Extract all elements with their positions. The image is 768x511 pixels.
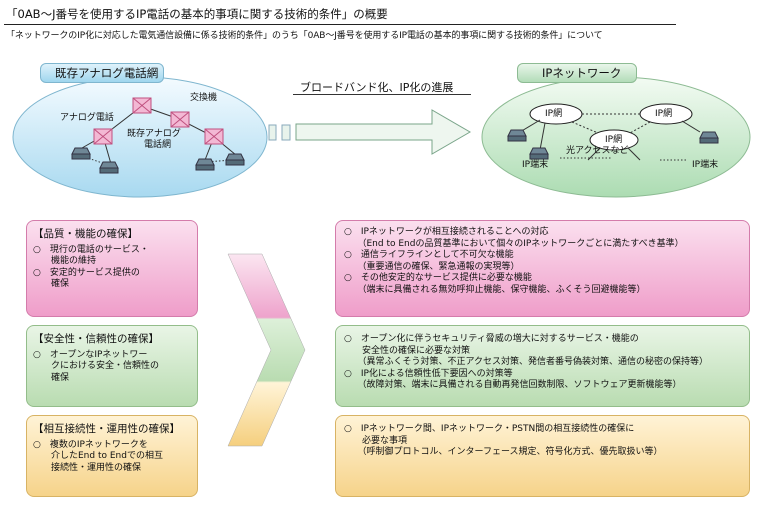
quality-heading: 【品質・機能の確保】: [33, 228, 138, 240]
interop-item: ○ 複数のIPネットワークを 介したEnd to Endでの相互 接続性・運用性…: [33, 439, 163, 473]
analog-phone-label: アナログ電話: [60, 113, 114, 123]
detail-line: ○ IPネットワークが相互接続されることへの対応: [344, 227, 549, 237]
exchange-label: 交換機: [190, 93, 218, 103]
detail-line: ○ オープン化に伴うセキュリティ脅威の増大に対するサービス・機能の: [344, 334, 639, 344]
detail-line: （呼制御プロトコル、インターフェース規定、符号化方式、優先取扱い等）: [344, 447, 663, 458]
legacy-network-heading: 既存アナログ電話網: [40, 63, 164, 83]
quality-requirement-box: 【品質・機能の確保】 ○ 現行の電話のサービス・ 機能の維持 ○ 安定的サービス…: [26, 220, 198, 317]
fiber-access-label: 光アクセスなど: [566, 146, 629, 156]
transition-caption: ブロードバンド化、IP化の進展: [300, 81, 454, 94]
detail-line: （異常ふくそう対策、不正アクセス対策、発信者番号偽装対策、通信の秘密の保持等）: [344, 357, 709, 368]
telephone-icon: [99, 161, 119, 174]
legacy-net-label: 既存アナログ: [127, 129, 181, 139]
detail-line: ○ IP化による信頼性低下要因への対策等: [344, 368, 513, 379]
safety-requirement-box: 【安全性・信頼性の確保】 ○ オープンなIPネットワー クにおける安全・信頼性の…: [26, 325, 198, 407]
ip-terminal-label: IP端末: [692, 160, 719, 170]
transition-arrow: [268, 109, 471, 155]
safety-item: ○ オープンなIPネットワー クにおける安全・信頼性の 確保: [33, 349, 160, 383]
safety-heading: 【安全性・信頼性の確保】: [33, 333, 159, 345]
ip-links: [519, 113, 701, 161]
quality-detail-box: ○ IPネットワークが相互接続されることへの対応 （End to Endの品質基…: [335, 220, 750, 317]
ip-net-label: IP網: [655, 109, 673, 119]
detail-line: （故障対策、端末に具備される自動再発信回数制限、ソフトウェア更新機能等）: [344, 380, 682, 391]
ip-terminal-label: IP端末: [522, 160, 549, 170]
safety-detail-box: ○ オープン化に伴うセキュリティ脅威の増大に対するサービス・機能の 安全性の確保…: [335, 325, 750, 407]
title-rule: [4, 24, 676, 25]
ip-phone-icon: [699, 131, 719, 144]
detail-line: （End to Endの品質基準において個々のIPネットワークごとに満たすべき基…: [344, 238, 684, 249]
detail-line: ○ その他安定的なサービス提供に必要な機能: [344, 273, 532, 284]
page-subtitle: 「ネットワークのIP化に対応した電気通信設備に係る技術的条件」のうち「0AB～J…: [6, 31, 603, 41]
requirements-chevron: [227, 253, 306, 447]
quality-item: ○ 安定的サービス提供の 確保: [33, 267, 140, 290]
detail-line: （端末に具備される無効呼抑止機能、保守機能、ふくそう回避機能等）: [344, 284, 646, 295]
ip-phone-icon: [529, 147, 549, 160]
caption-underline: [293, 94, 471, 95]
telephone-icon: [225, 153, 245, 166]
telephone-icon: [195, 158, 215, 171]
interop-detail-box: ○ IPネットワーク間、IPネットワーク・PSTN間の相互接続性の確保に 必要な…: [335, 415, 750, 497]
detail-line: ○ 通信ライフラインとして不可欠な機能: [344, 250, 514, 261]
switch-icon: [170, 111, 190, 128]
ip-phone-icon: [507, 129, 527, 142]
legacy-net-label-2: 電話網: [144, 140, 172, 150]
ip-net-label: IP網: [545, 109, 563, 119]
telephone-icon: [71, 147, 91, 160]
switch-icon: [204, 128, 224, 145]
interop-requirement-box: 【相互接続性・運用性の確保】 ○ 複数のIPネットワークを 介したEnd to …: [26, 415, 198, 497]
ip-cloud: [589, 129, 639, 151]
switch-icon: [132, 97, 152, 114]
page-title: 「0AB～J番号を使用するIP電話の基本的事項に関する技術的条件」の概要: [6, 7, 388, 21]
detail-line: （重要通信の確保、緊急通報の実現等）: [344, 261, 520, 272]
quality-item: ○ 現行の電話のサービス・ 機能の維持: [33, 244, 149, 267]
detail-line: 安全性の確保に必要な対策: [344, 345, 471, 356]
detail-line: 必要な事項: [344, 435, 408, 446]
detail-line: ○ IPネットワーク間、IPネットワーク・PSTN間の相互接続性の確保に: [344, 424, 635, 434]
switch-icon: [93, 128, 113, 145]
ip-network-heading: IPネットワーク: [517, 63, 637, 83]
ip-net-label: IP網: [605, 135, 623, 145]
interop-heading: 【相互接続性・運用性の確保】: [33, 423, 180, 435]
